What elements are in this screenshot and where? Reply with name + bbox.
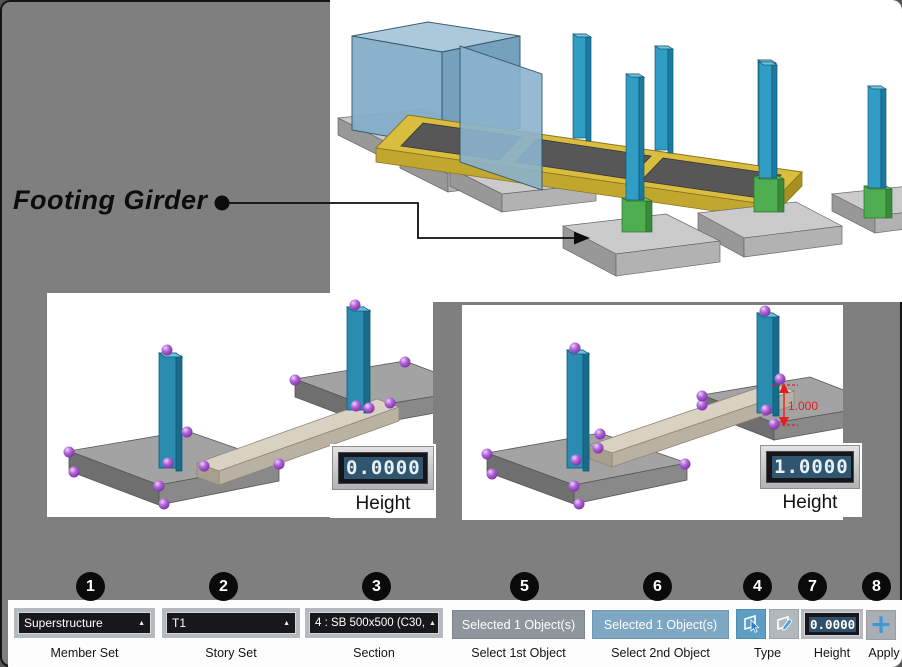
blue-wall-panel	[459, 45, 543, 191]
structure-3d-render	[336, 21, 902, 277]
section-value: 4 : SB 500x500 (C30,	[315, 617, 425, 629]
dropdown-up-icon: ▲	[428, 619, 436, 627]
callout-6: 6	[643, 572, 672, 601]
edit-pencil-icon	[777, 615, 793, 631]
height-input-value: 0.0000	[809, 616, 857, 632]
type-select-button[interactable]	[736, 609, 766, 639]
height-display-label: Height	[355, 493, 411, 514]
footing-girder-beam-raised	[588, 382, 796, 468]
selection-handles	[481, 305, 786, 510]
select-cursor-icon	[744, 614, 760, 633]
height-input[interactable]: 0.0000	[801, 609, 863, 639]
member-set-dropdown[interactable]: Superstructure ▲	[14, 608, 155, 638]
member-set-label: Member Set	[50, 646, 119, 660]
member-set-value: Superstructure	[24, 616, 103, 630]
structure-overview-panel	[330, 0, 902, 302]
story-set-label: Story Set	[205, 646, 257, 660]
height-1-view-panel: 1.000 1.0000 Height	[462, 305, 862, 520]
callout-1: 1	[76, 572, 105, 601]
section-dropdown[interactable]: 4 : SB 500x500 (C30, ▲	[305, 608, 443, 638]
height-display-1[interactable]: 1.0000	[760, 445, 860, 489]
height-dimension-annotation: 1.000	[772, 383, 818, 427]
section-label: Section	[353, 646, 395, 660]
select-second-label: Select 2nd Object	[611, 646, 710, 660]
apply-button[interactable]: +	[866, 610, 896, 640]
height-display-0[interactable]: 0.0000	[332, 446, 434, 490]
height-label: Height	[813, 646, 851, 660]
callout-4: 4	[743, 572, 772, 601]
selection-handles	[63, 299, 411, 510]
height-0-view-panel: 0.0000 Height	[47, 293, 436, 518]
footing-girder-label: Footing Girder	[13, 185, 208, 215]
dropdown-up-icon: ▲	[283, 619, 290, 627]
story-set-value: T1	[172, 616, 187, 630]
columns	[565, 312, 781, 472]
columns	[157, 306, 372, 472]
footing-girder-toolbar: Superstructure ▲ T1 ▲ 4 : SB 500x500 (C3…	[8, 600, 902, 667]
callout-7: 7	[798, 572, 827, 601]
dropdown-up-icon: ▲	[138, 619, 145, 627]
select-first-label: Select 1st Object	[471, 646, 566, 660]
footing-girder-scene-1: 1.000	[481, 305, 843, 510]
height-value-0: 0.0000	[344, 457, 423, 479]
height-value-1: 1.0000	[772, 456, 851, 478]
footing-girder-scene-0	[63, 299, 433, 510]
apply-label: Apply	[868, 646, 900, 660]
callout-5: 5	[510, 572, 539, 601]
callout-2: 2	[209, 572, 238, 601]
select-first-object-button[interactable]: Selected 1 Object(s)	[452, 610, 585, 639]
dimension-text: 1.000	[788, 399, 818, 413]
type-label: Type	[753, 646, 782, 660]
select-second-object-button[interactable]: Selected 1 Object(s)	[592, 610, 729, 639]
steel-columns-front	[624, 61, 888, 201]
plus-icon: +	[869, 609, 893, 640]
callout-8: 8	[862, 572, 891, 601]
footing-girder-beam	[195, 398, 401, 486]
story-set-dropdown[interactable]: T1 ▲	[162, 608, 300, 638]
height-display-label: Height	[782, 492, 838, 513]
type-edit-button[interactable]	[769, 609, 799, 639]
callout-3: 3	[362, 572, 391, 601]
